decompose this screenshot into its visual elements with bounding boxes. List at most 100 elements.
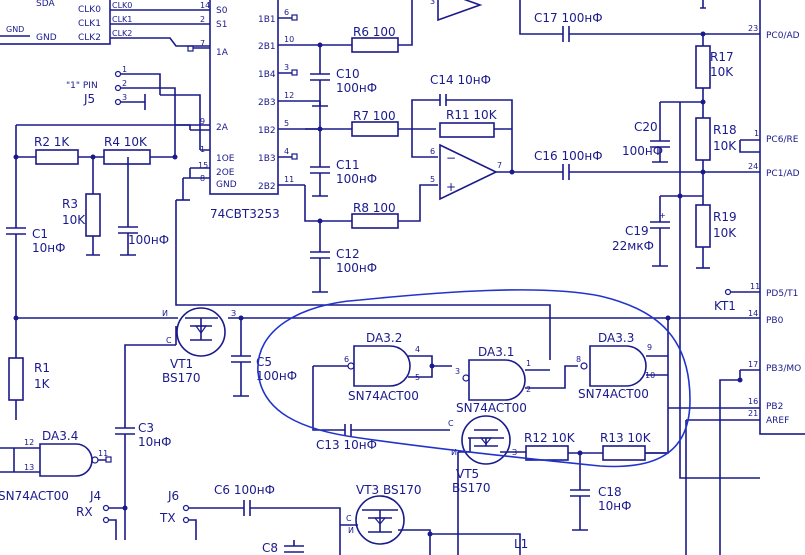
clock-connector: SDA GND CLK0 CLK1 CLK2 GND CLK0 CLK1 CLK… (0, 0, 210, 47)
mcu: 23 PC0/AD 1 PC6/RE 24 PC1/AD 11 PD5/T1 K… (645, 0, 805, 555)
mcu-pc6: PC6/RE (766, 135, 799, 145)
label-c17: C17 100нФ (534, 11, 603, 25)
mcu-pin-16: 16 (748, 397, 758, 406)
vt5-source: И (451, 448, 457, 457)
label-j5: J5 (83, 92, 95, 106)
gate-pin-6: 6 (344, 355, 349, 364)
mux-pin-3: 3 (284, 63, 289, 72)
label-c5-val: 100нФ (256, 369, 297, 383)
vt1-drain: С (166, 336, 172, 345)
mux-pin-11: 11 (284, 175, 294, 184)
mux-pin-12: 12 (284, 91, 294, 100)
mcu-pb3: PB3/MO (766, 364, 801, 374)
label-tx: TX (159, 511, 176, 525)
logic-gates: DA3.2 SN74ACT00 6 4 5 C13 10нФ С DA3.1 S… (312, 318, 669, 452)
mux-pin-2: 2 (200, 15, 205, 24)
filter-network: R6 100 C10 100нФ R7 100 C11 100нФ R8 100… (304, 0, 438, 293)
label-c11: C11 (336, 158, 360, 172)
mux-pin-10: 10 (284, 35, 294, 44)
label-r7: R7 100 (353, 109, 396, 123)
opamp-pin-5: 5 (430, 175, 435, 184)
gate-pin-8: 8 (576, 355, 581, 364)
label-kt1: KT1 (714, 299, 736, 313)
mcu-pc0: PC0/AD (766, 31, 800, 41)
label-r13: R13 10K (600, 431, 652, 445)
label-c6: C6 100нФ (214, 483, 275, 497)
label-rx: RX (76, 505, 93, 519)
label-pin1: "1" PIN (66, 81, 98, 91)
vt1-stage: R1 1K И С З VT1 BS170 C5 100нФ (8, 200, 760, 428)
label-c19-val: 22мкФ (612, 239, 654, 253)
mux-pin-4: 4 (284, 147, 289, 156)
mcu-pin-17: 17 (748, 360, 758, 369)
mux-s1: S1 (216, 20, 227, 30)
label-c3: C3 (138, 421, 154, 435)
label-sn3: SN74ACT00 (578, 387, 649, 401)
mux-1b1: 1B1 (258, 15, 276, 25)
mux-s0: S0 (216, 6, 228, 16)
j5-pin: "1" PIN J5 1 2 3 (66, 65, 210, 126)
gate-pin-2: 2 (526, 385, 531, 394)
mux-gnd: GND (216, 180, 237, 190)
mux-2oe: 2OE (216, 168, 235, 178)
label-r3-val: 10K (62, 213, 86, 227)
label-r1-val: 1K (34, 377, 51, 391)
opamp-pin-6: 6 (430, 147, 435, 156)
label-c12-val: 100нФ (336, 261, 377, 275)
label-c20-val: 100нФ (622, 144, 663, 158)
mcu-pin-11: 11 (750, 282, 760, 291)
label-sn2: SN74ACT00 (456, 401, 527, 415)
label-c1: C1 (32, 227, 48, 241)
label-j6: J6 (167, 489, 179, 503)
mcu-pc1: PC1/AD (766, 169, 800, 179)
vt1-gate: З (231, 309, 236, 318)
mux-title: 74CBT3253 (210, 207, 280, 221)
mcu-pin-1: 1 (754, 129, 759, 138)
mcu-aref: AREF (766, 416, 789, 426)
label-c4-val: 100нФ (128, 233, 169, 247)
gate-pin-9: 9 (647, 343, 652, 352)
mcu-pin-14: 14 (748, 309, 758, 318)
label-da31: DA3.1 (478, 345, 514, 359)
label-r2: R2 1K (34, 135, 70, 149)
lower-left: C3 10нФ DA3.4 12 13 11 SN74ACT00 J4 RX J… (0, 421, 528, 555)
input-divider: R2 1K R4 10K R3 10K 100нФ C1 10нФ (6, 124, 191, 318)
mux-pin-15: 15 (198, 161, 208, 170)
vt5-gate: З (512, 448, 517, 457)
label-c13-gate: С (448, 419, 454, 428)
j5-pin-1: 1 (122, 65, 127, 74)
wire-clk2: CLK2 (112, 29, 132, 38)
vt3-source: И (348, 526, 354, 535)
label-r11: R11 10K (446, 108, 498, 122)
mux-2a: 2A (216, 123, 229, 133)
mux-pin-7: 7 (200, 39, 205, 48)
mux-1b4: 1B4 (258, 70, 276, 80)
label-c10: C10 (336, 67, 360, 81)
label-da33: DA3.3 (598, 331, 634, 345)
mux-1b2: 1B2 (258, 126, 276, 136)
gate4-pin-11: 11 (98, 449, 108, 458)
vt1-source: И (162, 309, 168, 318)
label-gnd-top: GND (36, 33, 57, 43)
label-r18-val: 10K (713, 139, 737, 153)
label-vt5-type: BS170 (452, 481, 491, 495)
mux-pin-14: 14 (200, 1, 210, 10)
label-vt1-type: BS170 (162, 371, 201, 385)
mcu-pin-23: 23 (748, 24, 758, 33)
label-c19: C19 (625, 224, 649, 238)
reference-divider: C17 100нФ R17 10K C20 100нФ R18 10K + C1… (519, 0, 760, 479)
label-vt5: VT5 (456, 467, 479, 481)
opamp-plus: + (446, 180, 456, 194)
label-c11-val: 100нФ (336, 172, 377, 186)
label-r3: R3 (62, 197, 78, 211)
label-sn1: SN74ACT00 (348, 389, 419, 403)
label-c1-val: 10нФ (32, 241, 65, 255)
label-r4: R4 10K (104, 135, 148, 149)
label-c3-val: 10нФ (138, 435, 171, 449)
label-vt3: VT3 BS170 (356, 483, 422, 497)
label-da34: DA3.4 (42, 429, 78, 443)
mux-pin-6: 6 (284, 8, 289, 17)
mcu-pb0: PB0 (766, 316, 784, 326)
label-r12: R12 10K (524, 431, 576, 445)
